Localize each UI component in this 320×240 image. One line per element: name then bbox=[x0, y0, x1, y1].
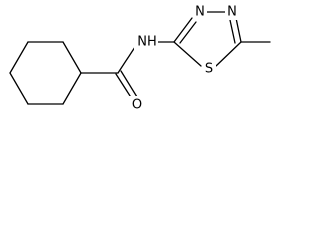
carbonyl-oxygen-label: O bbox=[132, 98, 142, 113]
amide-bonds bbox=[80, 41, 175, 100]
ring-nitrogen-3-label: N bbox=[195, 5, 205, 20]
chemical-structure: NH O S N N bbox=[9, 3, 271, 113]
amide-nh-label: NH bbox=[137, 35, 157, 50]
cyclohexane-ring bbox=[9, 41, 82, 105]
ring-sulfur-label: S bbox=[205, 62, 213, 77]
ring-nitrogen-4-label: N bbox=[227, 5, 237, 20]
thiadiazole-ring bbox=[173, 11, 271, 67]
atom-labels: NH O S N N bbox=[129, 3, 239, 113]
